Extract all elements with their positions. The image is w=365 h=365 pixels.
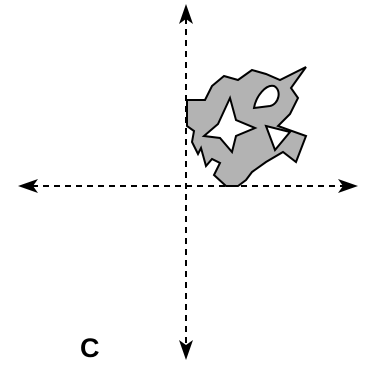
irregular-shape	[186, 66, 308, 187]
arrow-up-icon	[179, 4, 193, 24]
arrow-down-icon	[179, 340, 193, 360]
arrow-left-icon	[18, 179, 38, 193]
vertical-axis	[179, 4, 193, 360]
teardrop-hole	[252, 84, 280, 110]
star-hole	[201, 95, 258, 155]
arrow-right-icon	[338, 179, 358, 193]
option-label: C	[80, 333, 100, 363]
triangle-hole	[264, 124, 292, 152]
horizontal-axis	[18, 179, 358, 193]
